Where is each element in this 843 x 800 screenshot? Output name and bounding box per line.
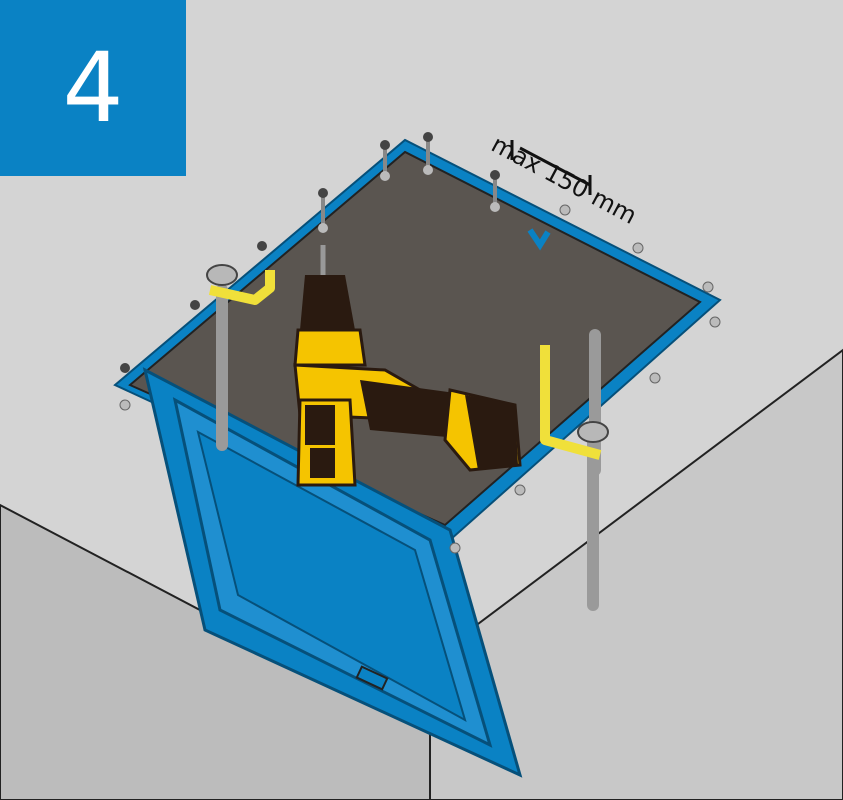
- clip-icon: [527, 228, 551, 251]
- rod-top-icon: [577, 421, 609, 443]
- right-wall: [429, 348, 843, 800]
- step-badge: 4: [0, 0, 186, 176]
- hatch-door-panel: [196, 430, 467, 723]
- drill-icon: [293, 245, 522, 487]
- screws-group: [119, 132, 721, 554]
- hanger-bracket-icon: [208, 270, 275, 305]
- dimension-line: [519, 146, 591, 187]
- rod-top-icon: [206, 264, 238, 286]
- hanger-bracket-icon: [540, 345, 602, 460]
- step-number: 4: [62, 32, 124, 144]
- hatch-latch: [355, 665, 389, 691]
